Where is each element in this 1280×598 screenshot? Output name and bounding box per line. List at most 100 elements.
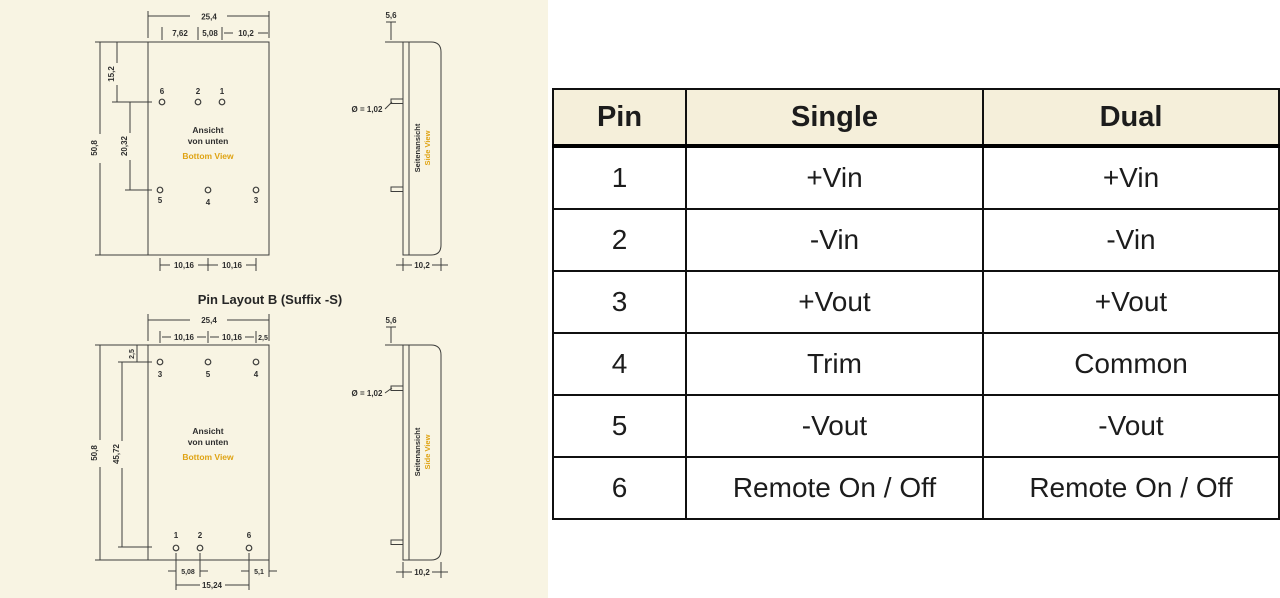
col-header-dual: Dual xyxy=(982,88,1280,148)
dim-label: 45,72 xyxy=(112,443,121,464)
dim-label: Ø = 1,02 xyxy=(352,389,383,398)
pin-hole xyxy=(245,544,253,552)
cell-single: Remote On / Off xyxy=(685,456,984,520)
drawing-b-bottom-view xyxy=(95,314,277,590)
cell-pin: 2 xyxy=(552,208,687,272)
side-view-caption-de: Seitenansicht xyxy=(413,123,422,172)
dim-label: 2,5 xyxy=(129,349,136,359)
cell-single: +Vin xyxy=(685,145,984,210)
pin-number: 5 xyxy=(158,196,163,205)
dim-label: 10,16 xyxy=(222,333,243,342)
dim-label: 50,8 xyxy=(90,445,99,461)
drawing-b-side-view xyxy=(384,326,448,578)
col-header-pin: Pin xyxy=(552,88,687,148)
table-row-pin-1: 1 +Vin +Vin xyxy=(552,145,1280,210)
dim-label: 5,1 xyxy=(254,569,264,576)
dim-label: 5,08 xyxy=(202,29,218,38)
pin-hole xyxy=(158,98,166,106)
pin-number: 3 xyxy=(254,196,259,205)
dim-label: 5,08 xyxy=(181,569,195,576)
drawing-a-side-view xyxy=(384,21,448,271)
cell-dual: +Vin xyxy=(982,145,1280,210)
side-view-caption-de: Seitenansicht xyxy=(413,427,422,476)
table-row-pin-6: 6 Remote On / Off Remote On / Off xyxy=(552,456,1280,520)
table-row-pin-5: 5 -Vout -Vout xyxy=(552,394,1280,458)
pin-hole xyxy=(252,186,260,194)
bottom-view-caption-de: von unten xyxy=(188,437,229,447)
dim-label: 25,4 xyxy=(201,13,217,22)
pin-number: 4 xyxy=(206,198,211,207)
pin-hole xyxy=(218,98,226,106)
pin-hole xyxy=(204,186,212,194)
cell-dual: -Vout xyxy=(982,394,1280,458)
cell-pin: 6 xyxy=(552,456,687,520)
dim-label: 10,16 xyxy=(174,333,195,342)
side-view-caption-en: Side View xyxy=(423,434,432,469)
cell-single: +Vout xyxy=(685,270,984,334)
dim-label: 10,16 xyxy=(222,261,243,270)
bottom-view-caption-de: Ansicht xyxy=(192,426,223,436)
dim-label: 25,4 xyxy=(201,316,217,325)
pin-hole xyxy=(156,358,164,366)
mechanical-drawing-svg: 25,4 7,62 5,08 10,2 50,8 15,2 20,32 10,1… xyxy=(90,11,448,590)
pin-number: 3 xyxy=(158,370,163,379)
drawing-a-side-labels: 5,6 Ø = 1,02 10,2 Seitenansicht Side Vie… xyxy=(352,11,432,270)
pin-hole xyxy=(204,358,212,366)
bottom-view-caption-en: Bottom View xyxy=(182,151,234,161)
dim-label: 20,32 xyxy=(120,135,129,156)
pin-number: 4 xyxy=(254,370,259,379)
pin-layout-drawings-panel: 25,4 7,62 5,08 10,2 50,8 15,2 20,32 10,1… xyxy=(0,0,548,598)
cell-dual: Remote On / Off xyxy=(982,456,1280,520)
col-header-single: Single xyxy=(685,88,984,148)
pin-table-panel: Pin Single Dual 1 +Vin +Vin 2 -Vin -Vin … xyxy=(548,0,1280,598)
dim-label: 15,2 xyxy=(107,66,116,82)
dim-label: 50,8 xyxy=(90,140,99,156)
pin-number: 1 xyxy=(220,87,225,96)
drawing-b-side-labels: 5,6 Ø = 1,02 10,2 Seitenansicht Side Vie… xyxy=(352,316,432,577)
pin-number: 2 xyxy=(196,87,201,96)
dim-label: 2,5 xyxy=(258,335,268,342)
cell-pin: 3 xyxy=(552,270,687,334)
pin-layout-b-title: Pin Layout B (Suffix -S) xyxy=(198,292,342,307)
table-header-row: Pin Single Dual xyxy=(552,88,1280,148)
table-row-pin-4: 4 Trim Common xyxy=(552,332,1280,396)
dim-label: 5,6 xyxy=(385,11,397,20)
cell-dual: Common xyxy=(982,332,1280,396)
dim-label: 10,16 xyxy=(174,261,195,270)
drawing-b-labels: 25,4 10,16 10,16 2,5 2,5 50,8 45,72 5,08… xyxy=(90,316,268,590)
cell-single: Trim xyxy=(685,332,984,396)
dim-label: 5,6 xyxy=(385,316,397,325)
pin-hole xyxy=(172,544,180,552)
drawing-a-labels: 25,4 7,62 5,08 10,2 50,8 15,2 20,32 10,1… xyxy=(90,13,259,271)
pin-function-table: Pin Single Dual 1 +Vin +Vin 2 -Vin -Vin … xyxy=(552,88,1280,520)
cell-single: -Vout xyxy=(685,394,984,458)
drawing-a-bottom-view xyxy=(95,11,270,271)
table-row-pin-3: 3 +Vout +Vout xyxy=(552,270,1280,334)
table-row-pin-2: 2 -Vin -Vin xyxy=(552,208,1280,272)
dim-label: 15,24 xyxy=(202,581,223,590)
cell-dual: -Vin xyxy=(982,208,1280,272)
side-view-caption-en: Side View xyxy=(423,130,432,165)
pin-number: 1 xyxy=(174,531,179,540)
pin-hole xyxy=(156,186,164,194)
cell-pin: 4 xyxy=(552,332,687,396)
cell-pin: 5 xyxy=(552,394,687,458)
bottom-view-caption-de: Ansicht xyxy=(192,125,223,135)
dim-label: 10,2 xyxy=(414,568,430,577)
pin-number: 6 xyxy=(247,531,252,540)
pin-number: 5 xyxy=(206,370,211,379)
dim-label: 7,62 xyxy=(172,29,188,38)
dim-label: Ø = 1,02 xyxy=(352,105,383,114)
dim-label: 10,2 xyxy=(414,261,430,270)
cell-dual: +Vout xyxy=(982,270,1280,334)
pin-number: 6 xyxy=(160,87,165,96)
pin-hole xyxy=(252,358,260,366)
dim-label: 10,2 xyxy=(238,29,254,38)
bottom-view-caption-en: Bottom View xyxy=(182,452,234,462)
cell-single: -Vin xyxy=(685,208,984,272)
pin-hole xyxy=(194,98,202,106)
pin-number: 2 xyxy=(198,531,203,540)
pin-hole xyxy=(196,544,204,552)
bottom-view-caption-de: von unten xyxy=(188,136,229,146)
